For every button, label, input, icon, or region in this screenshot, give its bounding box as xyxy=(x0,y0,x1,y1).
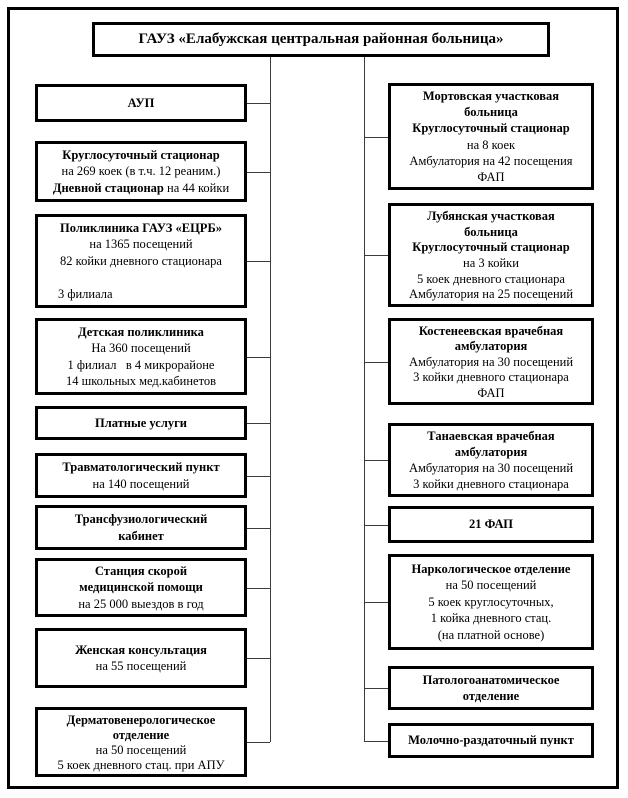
org-box-line: Круглосуточный стационар xyxy=(412,121,570,136)
org-box-line: на 140 посещений xyxy=(92,476,190,491)
connector-stub xyxy=(247,742,270,743)
org-box-line: (на платной основе) xyxy=(437,627,545,642)
org-box-line: Дерматовенерологическое xyxy=(66,713,216,727)
org-box-line: больница xyxy=(464,105,518,120)
org-box-line: Травматологический пункт xyxy=(62,460,220,474)
org-box-line: 3 филиала xyxy=(58,286,113,301)
org-box-poliklinika-gauz-ecrb: Поликлиника ГАУЗ «ЕЦРБ» на 1365 посещений… xyxy=(35,214,270,308)
org-box-line: на 50 посещений xyxy=(445,578,537,593)
org-box-molochno-razdatochnyy-punkt: Молочно-раздаточный пункт xyxy=(364,723,594,758)
connector-stub xyxy=(364,136,388,138)
org-box-line xyxy=(42,269,240,286)
org-box-line: На 360 посещений xyxy=(91,341,191,355)
org-box-line: 5 коек круглосуточных, xyxy=(428,594,554,609)
org-box-line: 3 койки дневного стационара xyxy=(413,370,569,385)
org-box-travmatologicheskiy-punkt: Травматологический пункт на 140 посещений xyxy=(35,453,270,498)
org-box-line: АУП xyxy=(127,95,155,110)
org-box-line: ФАП xyxy=(477,169,505,184)
org-box-line: на 8 коек xyxy=(466,137,516,152)
org-box-line: 5 коек дневного стац. при АПУ xyxy=(57,758,225,772)
org-box-line: Амбулатория на 30 посещений xyxy=(408,461,574,475)
connector-stub xyxy=(247,171,270,173)
org-box-line: на 269 коек (в т.ч. 12 реаним.) xyxy=(61,164,221,179)
org-box-transfuziologicheskiy-kabinet: Трансфузиологический кабинет xyxy=(35,505,270,550)
org-box-narkologicheskoe-otdelenie: Наркологическое отделение на 50 посещений… xyxy=(364,554,594,650)
connector-stub xyxy=(247,423,270,424)
org-box-line: Платные услуги xyxy=(95,415,187,430)
org-box-line: Станция скорой xyxy=(94,564,188,578)
org-box-line: Молочно-раздаточный пункт xyxy=(408,733,574,748)
org-box-line: больница xyxy=(464,224,518,239)
connector-stub xyxy=(364,460,388,461)
connector-stub xyxy=(364,524,388,526)
connector-stub xyxy=(364,740,388,742)
org-box-line: медицинской помощи xyxy=(79,580,203,595)
org-box-line: на 1365 посещений xyxy=(89,237,193,252)
connector-stub xyxy=(247,527,270,529)
connector-stub xyxy=(364,688,388,689)
org-box-line: Танаевская врачебная xyxy=(427,429,555,443)
org-box-line: 5 коек дневного стационара xyxy=(417,271,565,286)
org-box-aup: АУП xyxy=(35,84,270,122)
org-box-zhenskaya-konsultatsiya: Женская консультация на 55 посещений xyxy=(35,628,270,688)
connector-stub xyxy=(247,475,270,477)
org-box-patologoanatomicheskoe-otdelenie: Патологоанатомическое отделение xyxy=(364,666,594,710)
org-box-line: 21 ФАП xyxy=(468,517,513,532)
org-box-line: Круглосуточный стационар xyxy=(62,147,220,162)
connector-spine-right xyxy=(364,56,365,741)
org-box-line: 14 школьных мед.кабинетов xyxy=(65,374,217,388)
org-box-line: Круглосуточный стационар xyxy=(412,240,570,255)
org-box-line: Поликлиника ГАУЗ «ЕЦРБ» xyxy=(60,220,222,235)
org-box-line: 1 филиал в 4 микрорайоне xyxy=(67,357,215,372)
page-border xyxy=(7,7,619,789)
org-box-fap-21: 21 ФАП xyxy=(364,506,594,543)
org-box-line: Амбулатория на 30 посещений xyxy=(408,354,574,369)
org-box-line: 82 койки дневного стационара xyxy=(60,253,222,268)
org-box-line: кабинет xyxy=(118,528,164,543)
connector-stub xyxy=(364,361,388,363)
org-box-line: на 3 койки xyxy=(463,256,519,270)
connector-stub xyxy=(364,602,388,603)
org-box-line: амбулатория xyxy=(454,445,528,459)
org-box-line: Трансфузиологический xyxy=(74,512,208,526)
connector-stub xyxy=(247,103,270,104)
org-box-line: Патологоанатомическое xyxy=(422,672,560,687)
connector-stub xyxy=(247,356,270,358)
connector-stub xyxy=(247,658,270,659)
org-box-line: Детская поликлиника xyxy=(78,324,204,339)
connector-stub xyxy=(247,587,270,589)
connector-stub xyxy=(247,261,270,262)
connector-spine-left xyxy=(270,56,271,742)
org-box-line: Костенеевская врачебная xyxy=(418,323,564,338)
org-box-platnye-uslugi: Платные услуги xyxy=(35,406,270,440)
org-box-line: Женская консультация xyxy=(75,642,207,657)
org-box-line: Амбулатория на 25 посещений xyxy=(408,287,574,302)
org-box-line: амбулатория xyxy=(454,339,528,354)
root-org-box: ГАУЗ «Елабужская центральная районная бо… xyxy=(92,22,550,57)
org-box-line: ФАП xyxy=(477,385,505,400)
org-box-line: 1 койка дневного стац. xyxy=(430,611,552,626)
org-box-line: Мортовская участковая xyxy=(422,88,560,103)
org-box-line: Амбулатория на 42 посещения xyxy=(409,153,573,168)
page-title: ГАУЗ «Елабужская центральная районная бо… xyxy=(138,31,504,47)
org-box-line: отделение xyxy=(462,689,520,703)
org-box-line: Наркологическое отделение xyxy=(411,561,571,576)
org-box-line: Лубянская участковая xyxy=(427,208,555,223)
org-box-line: Дневной стационар на 44 койки xyxy=(52,180,230,195)
org-box-line: на 50 посещений xyxy=(95,743,187,757)
connector-stub xyxy=(364,255,388,256)
org-box-line: на 25 000 выездов в год xyxy=(78,596,204,611)
org-box-detskaya-poliklinika: Детская поликлиника На 360 посещений 1 фил… xyxy=(35,318,270,395)
org-box-kruglosutochnyy-statsionar: Круглосуточный стационар на 269 коек (в т… xyxy=(35,141,270,202)
org-box-line: на 55 посещений xyxy=(95,659,187,673)
org-box-line: отделение xyxy=(112,728,170,742)
org-box-line: 3 койки дневного стационара xyxy=(413,477,569,491)
